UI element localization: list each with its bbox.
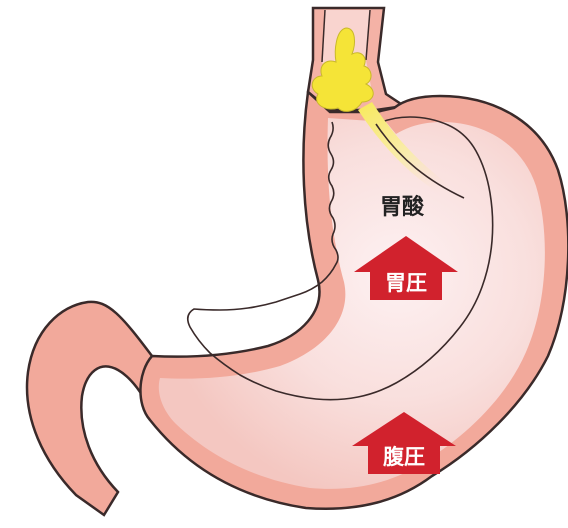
abdominal-pressure-label: 腹圧 (383, 445, 425, 469)
stomach-acid-label: 胃酸 (380, 195, 425, 220)
gastric-pressure-label: 胃圧 (385, 271, 427, 295)
duodenum-tube (27, 302, 152, 515)
duodenum (27, 302, 152, 515)
